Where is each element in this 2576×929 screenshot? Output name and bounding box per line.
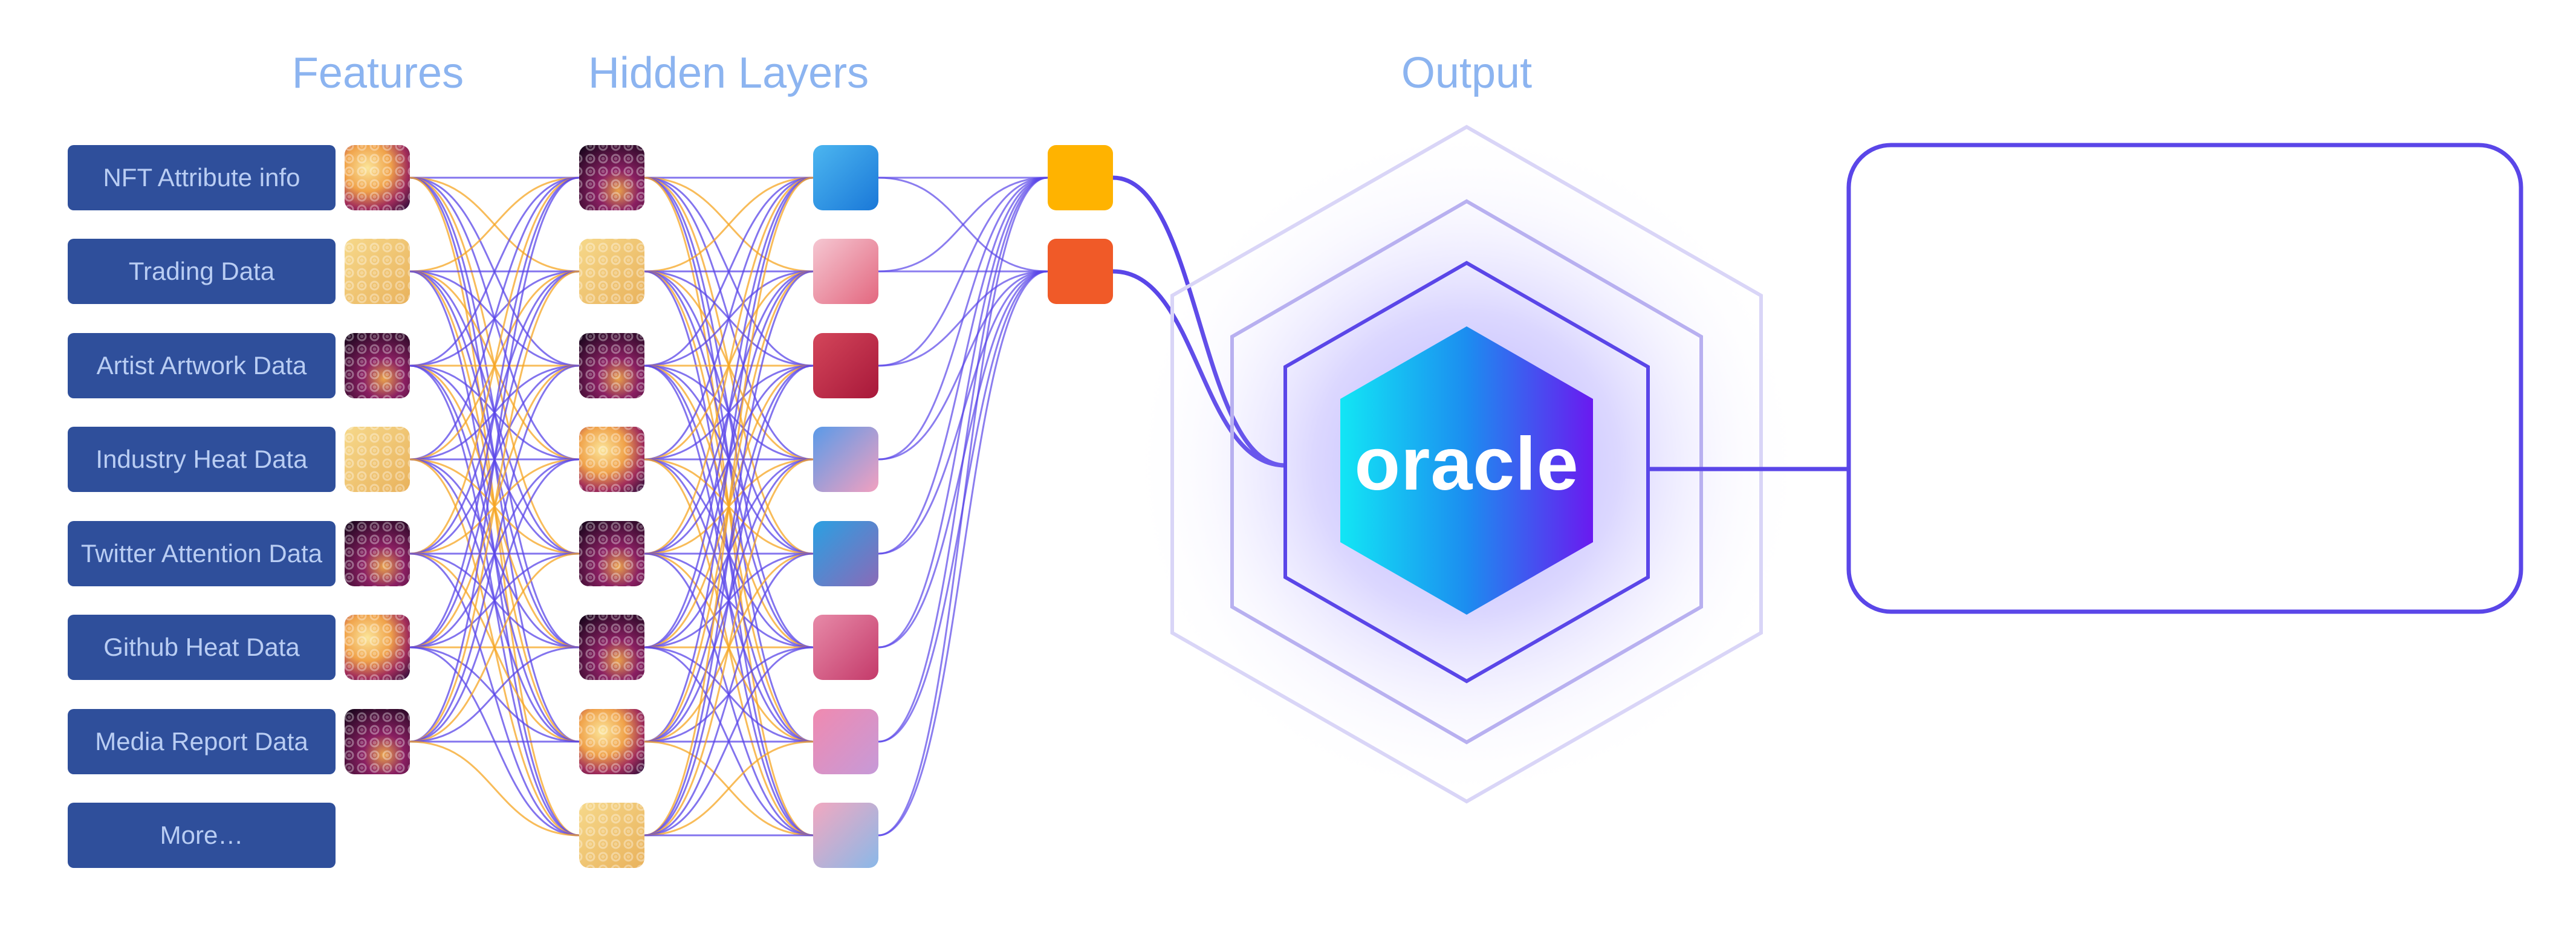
connection-line (644, 740, 814, 837)
connection-line (878, 270, 1048, 837)
connection-line (409, 176, 580, 649)
hidden-layer-2-node (813, 709, 878, 774)
connection-line (644, 176, 814, 273)
connection-line (409, 458, 580, 743)
hidden-layer-1-node (579, 239, 644, 304)
feature-nft-attribute-info: NFT Attribute info (68, 145, 336, 210)
hidden-layer-1-node (579, 615, 644, 680)
hidden-layer-1-node (579, 709, 644, 774)
connection-line (409, 740, 580, 837)
feature-node (345, 427, 410, 492)
network-nodes (345, 145, 1113, 868)
connection-line (644, 646, 814, 837)
connection-line (644, 176, 814, 837)
connection-line (409, 270, 580, 743)
connection-line (644, 176, 814, 743)
feature-trading-data: Trading Data (68, 239, 336, 304)
hidden-layer-1-node (579, 521, 644, 586)
oracle-label: oracle (1354, 422, 1579, 506)
feature-artist-artwork-data: Artist Artwork Data (68, 333, 336, 398)
feature-github-heat-data: Github Heat Data (68, 615, 336, 680)
oracle-hexagon-group (1128, 125, 1805, 804)
feature-more: More… (68, 803, 336, 868)
connection-line (644, 176, 814, 367)
hidden-layer-1-node (579, 803, 644, 868)
feature-node (345, 615, 410, 680)
connection-line (878, 176, 1048, 555)
hidden-layer-2-node (813, 427, 878, 492)
feature-twitter-attention-data: Twitter Attention Data (68, 521, 336, 586)
connection-line (878, 176, 1048, 649)
header-hidden-layers: Hidden Layers (588, 49, 869, 97)
hidden-layer-1-node (579, 427, 644, 492)
feature-node (345, 145, 410, 210)
hidden-layer-1-node (579, 333, 644, 398)
connection-line (409, 176, 580, 743)
connection-line (644, 270, 814, 837)
connection-line (409, 176, 580, 367)
feature-industry-heat-data: Industry Heat Data (68, 427, 336, 492)
connection-line (878, 176, 1048, 837)
connection-line (644, 458, 814, 837)
hidden-layer-2-node (813, 239, 878, 304)
connection-line (409, 552, 580, 743)
inner-hex-ring (1283, 261, 1650, 684)
feature-node (345, 709, 410, 774)
middle-hex-ring (1230, 199, 1703, 745)
connection-line (644, 176, 814, 461)
connection-line (409, 176, 580, 273)
connection-line (644, 552, 814, 837)
result-panel (1846, 143, 2523, 614)
output-node (1048, 239, 1113, 304)
hidden-layer-2-node (813, 521, 878, 586)
connection-line (644, 176, 814, 649)
connection-line (878, 176, 1048, 461)
connection-line (409, 364, 580, 743)
connection-line (644, 364, 814, 837)
outer-hex-ring (1170, 125, 1763, 804)
hidden-layer-2-node (813, 145, 878, 210)
connection-line (409, 176, 580, 555)
connection-line (878, 176, 1048, 743)
header-output: Output (1401, 49, 1533, 97)
feature-node (345, 239, 410, 304)
hidden-layer-2-node (813, 333, 878, 398)
output-node (1048, 145, 1113, 210)
feature-node (345, 521, 410, 586)
connection-line (409, 646, 580, 743)
header-features: Features (291, 49, 464, 97)
oracle-hexagon (1340, 326, 1593, 615)
connection-line (878, 176, 1048, 367)
connection-line (409, 176, 580, 461)
connection-line (878, 176, 1048, 273)
feature-node (345, 333, 410, 398)
hidden-layer-1-node (579, 145, 644, 210)
connection-line (644, 176, 814, 555)
hidden-layer-2-node (813, 615, 878, 680)
feature-media-report-data: Media Report Data (68, 709, 336, 774)
hidden-layer-2-node (813, 803, 878, 868)
